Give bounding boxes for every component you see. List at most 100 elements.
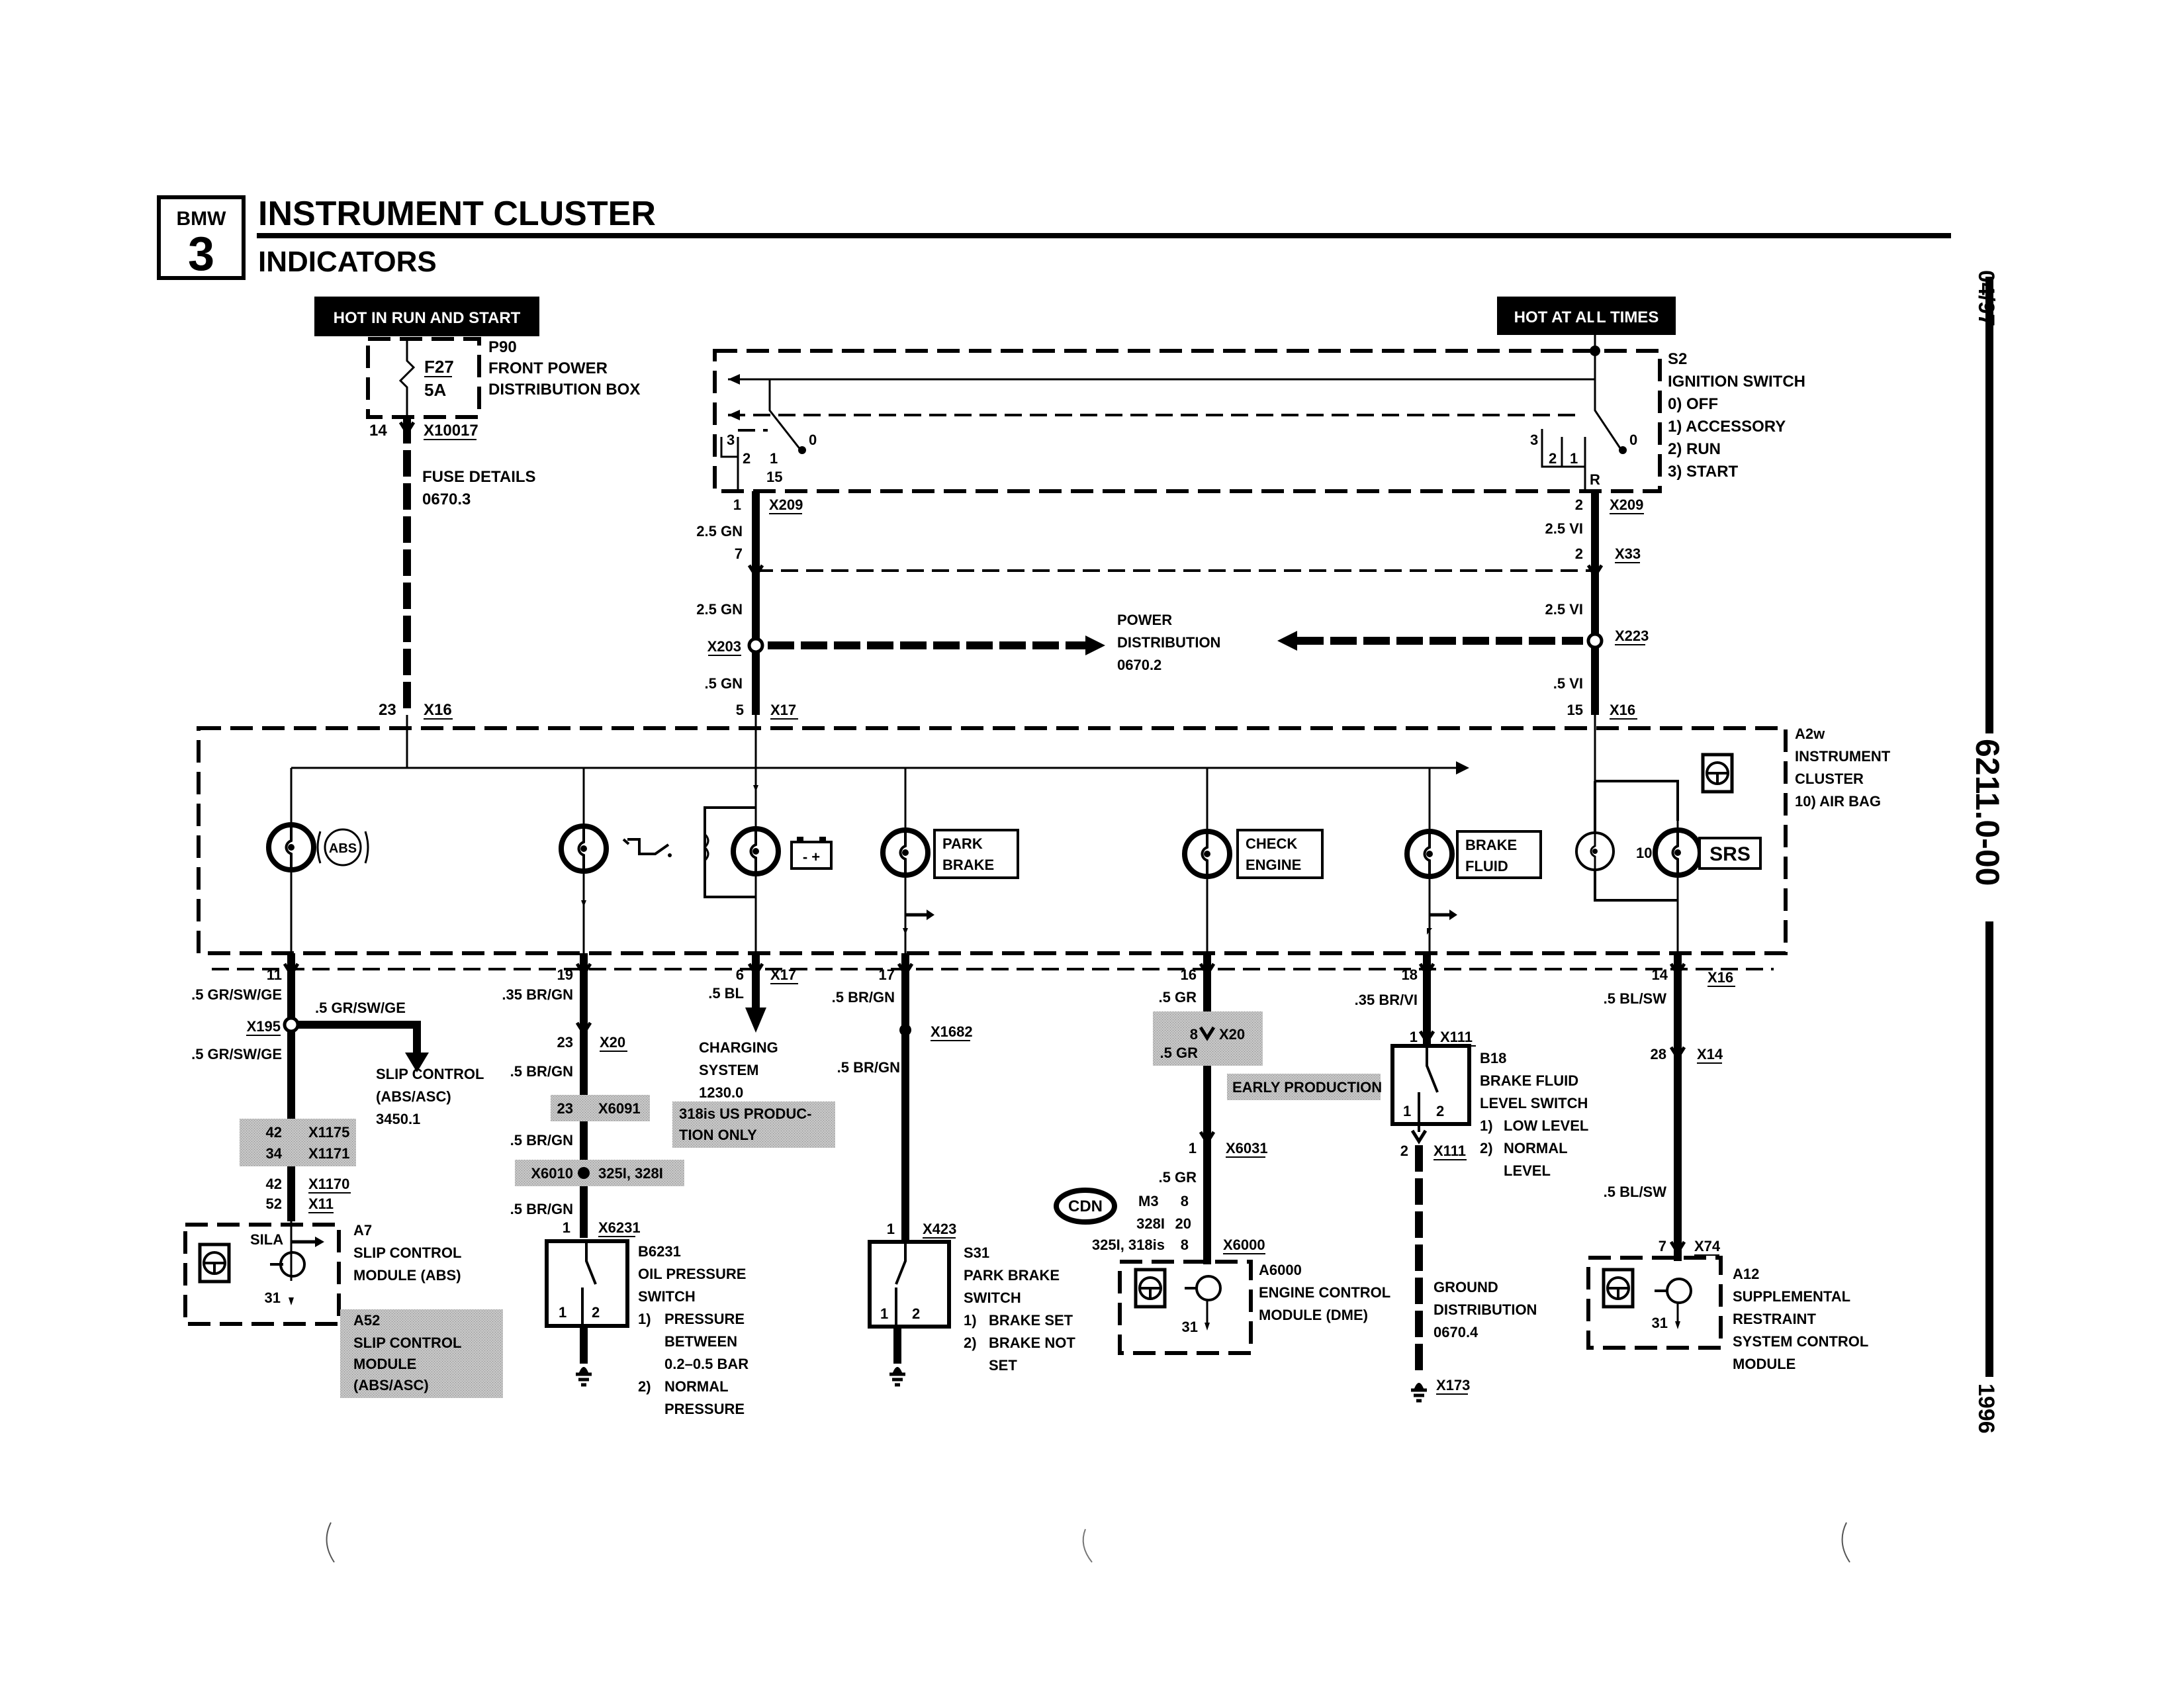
cluster-ref: A2w xyxy=(1795,726,1825,742)
park-switch-pin-1: 1 xyxy=(880,1305,888,1322)
title-rule xyxy=(257,233,1951,238)
srs-indicator[interactable] xyxy=(1575,755,1762,953)
brake-fluid-indicator[interactable] xyxy=(1407,768,1542,953)
oil-pressure-indicator[interactable] xyxy=(561,768,672,953)
abs-pin: 11 xyxy=(267,966,282,983)
variant-325i-pin: 8 xyxy=(1181,1237,1189,1253)
charging-system-ref-num[interactable]: 1230.0 xyxy=(699,1084,743,1101)
srs-x16-connector: X16 xyxy=(1707,969,1733,986)
power-distribution-label[interactable]: POWER xyxy=(1117,612,1172,628)
park-brake-indicator[interactable] xyxy=(883,768,1019,953)
left-contact-1: 1 xyxy=(770,450,778,467)
x6091-connector: X6091 xyxy=(598,1100,641,1117)
check-engine-indicator[interactable] xyxy=(1185,768,1324,953)
oil-can-icon xyxy=(622,838,672,857)
srs-pin-10: 10 xyxy=(1636,845,1652,861)
right-x16-connector: X16 xyxy=(1610,702,1635,718)
x6010-model-note: 325I, 328I xyxy=(598,1165,663,1182)
oil-state-1-3: 0.2–0.5 BAR xyxy=(664,1356,749,1372)
ground-dist-ref[interactable]: GROUND xyxy=(1433,1279,1498,1295)
slip-control-ref-num[interactable]: 3450.1 xyxy=(376,1111,420,1127)
srs-label: SRS xyxy=(1709,843,1751,865)
srs-module-name-2: RESTRAINT xyxy=(1733,1311,1816,1327)
x203-splice: X203 xyxy=(707,638,741,655)
position-accessory: 1) ACCESSORY xyxy=(1668,418,1786,436)
hot-at-all-times-label: HOT AT ALL TIMES xyxy=(1514,308,1659,326)
page-title: INSTRUMENT CLUSTER xyxy=(258,195,656,233)
variant-328i: 328I xyxy=(1136,1215,1165,1232)
fuse-box-name-2: DISTRIBUTION BOX xyxy=(488,381,640,399)
oil-state-2-num: 2) xyxy=(638,1378,651,1395)
charge-wire: .5 BL xyxy=(708,985,744,1002)
fuse-feed-pin: 23 xyxy=(379,701,396,719)
abs-branch-wire: .5 GR/SW/GE xyxy=(315,1000,406,1016)
ground-icon xyxy=(889,1367,905,1385)
bf-state-1-num: 1) xyxy=(1480,1117,1493,1134)
power-distribution-label-2[interactable]: DISTRIBUTION xyxy=(1117,634,1220,651)
left-terminal-15: 15 xyxy=(766,469,782,485)
bf-switch-name: BRAKE FLUID xyxy=(1480,1072,1578,1089)
s31-ref: S31 xyxy=(964,1244,989,1261)
battery-icon: - + xyxy=(790,837,833,870)
x1175-connector: X1175 xyxy=(308,1124,349,1141)
slip-control-ref-2[interactable]: (ABS/ASC) xyxy=(376,1088,451,1105)
park-switch-name-2: SWITCH xyxy=(964,1289,1021,1306)
x6231-connector: X6231 xyxy=(598,1219,641,1236)
srs-wire: .5 BL/SW xyxy=(1604,990,1667,1007)
brake-fluid-pin: 18 xyxy=(1402,966,1418,983)
check-engine-label: CHECK xyxy=(1246,835,1297,852)
ground-dist-ref-2[interactable]: DISTRIBUTION xyxy=(1433,1301,1537,1318)
fuse-box-p90[interactable] xyxy=(366,337,481,715)
park-state-2-2: SET xyxy=(989,1357,1017,1374)
ecm-icon xyxy=(1136,1270,1165,1307)
left-feed-wire xyxy=(747,491,1595,715)
engine-circuit xyxy=(1054,953,1381,1355)
fuse-id: F27 xyxy=(424,357,454,377)
charging-system-ref[interactable]: CHARGING xyxy=(699,1039,778,1056)
srs-module-name-4: MODULE xyxy=(1733,1356,1796,1372)
charge-indicator[interactable]: - + xyxy=(703,785,833,953)
ground-icon xyxy=(576,1367,592,1385)
ignition-positions: 0) OFF 1) ACCESSORY 2) RUN 3) START xyxy=(1668,395,1786,481)
engine-shaded-wire: .5 GR xyxy=(1160,1045,1199,1061)
arrow-down-icon xyxy=(745,1008,766,1033)
slip-control-ref[interactable]: SLIP CONTROL xyxy=(376,1066,484,1082)
charging-system-ref-2[interactable]: SYSTEM xyxy=(699,1062,758,1078)
srs-circuit xyxy=(1586,953,1723,1350)
oil-switch-pin-2: 2 xyxy=(592,1304,600,1321)
ground-icon xyxy=(1411,1383,1427,1401)
fuse-details-ref[interactable]: 0670.3 xyxy=(422,491,471,508)
left-wire-2: 2.5 GN xyxy=(696,601,743,618)
cdn-label: CDN xyxy=(1068,1197,1103,1215)
ground-dist-ref-num[interactable]: 0670.4 xyxy=(1433,1324,1479,1340)
charge-note: 318is US PRODUC- xyxy=(679,1105,812,1122)
a52-name: SLIP CONTROL xyxy=(353,1335,461,1351)
a52-name-2: MODULE xyxy=(353,1356,416,1372)
park-brake-label-2: BRAKE xyxy=(942,857,994,873)
abs-indicator[interactable]: ABS xyxy=(269,768,369,953)
fuse-details-label[interactable]: FUSE DETAILS xyxy=(422,468,536,486)
abs-symbol-text: ABS xyxy=(329,841,357,856)
abs-ground-pin: 31 xyxy=(265,1289,281,1306)
variant-328i-pin: 20 xyxy=(1175,1215,1191,1232)
variant-325i-318is: 325I, 318is xyxy=(1092,1237,1165,1253)
check-engine-label-2: ENGINE xyxy=(1246,857,1301,873)
engine-ground-pin: 31 xyxy=(1182,1319,1198,1335)
position-start: 3) START xyxy=(1668,463,1739,481)
charge-x17-connector: X17 xyxy=(770,966,796,983)
instrument-cluster-a2w[interactable] xyxy=(197,715,1788,970)
fuse-box-name: FRONT POWER xyxy=(488,359,608,377)
ignition-switch-s2[interactable] xyxy=(713,318,1662,493)
fuse-feed-connector: X16 xyxy=(424,701,452,719)
x423-connector: X423 xyxy=(923,1221,956,1237)
park-state-1-num: 1) xyxy=(964,1312,977,1329)
early-production-note: EARLY PRODUCTION xyxy=(1232,1079,1382,1096)
left-x17-connector: X17 xyxy=(770,702,796,718)
right-x209-connector: X209 xyxy=(1610,496,1643,513)
x223-splice: X223 xyxy=(1615,628,1649,644)
power-distribution-ref[interactable]: 0670.2 xyxy=(1117,657,1161,673)
x14-connector: X14 xyxy=(1697,1046,1723,1062)
fuse-box-ref: P90 xyxy=(488,338,517,356)
srs-module-name: SUPPLEMENTAL xyxy=(1733,1288,1850,1305)
fuse-icon xyxy=(398,339,416,417)
